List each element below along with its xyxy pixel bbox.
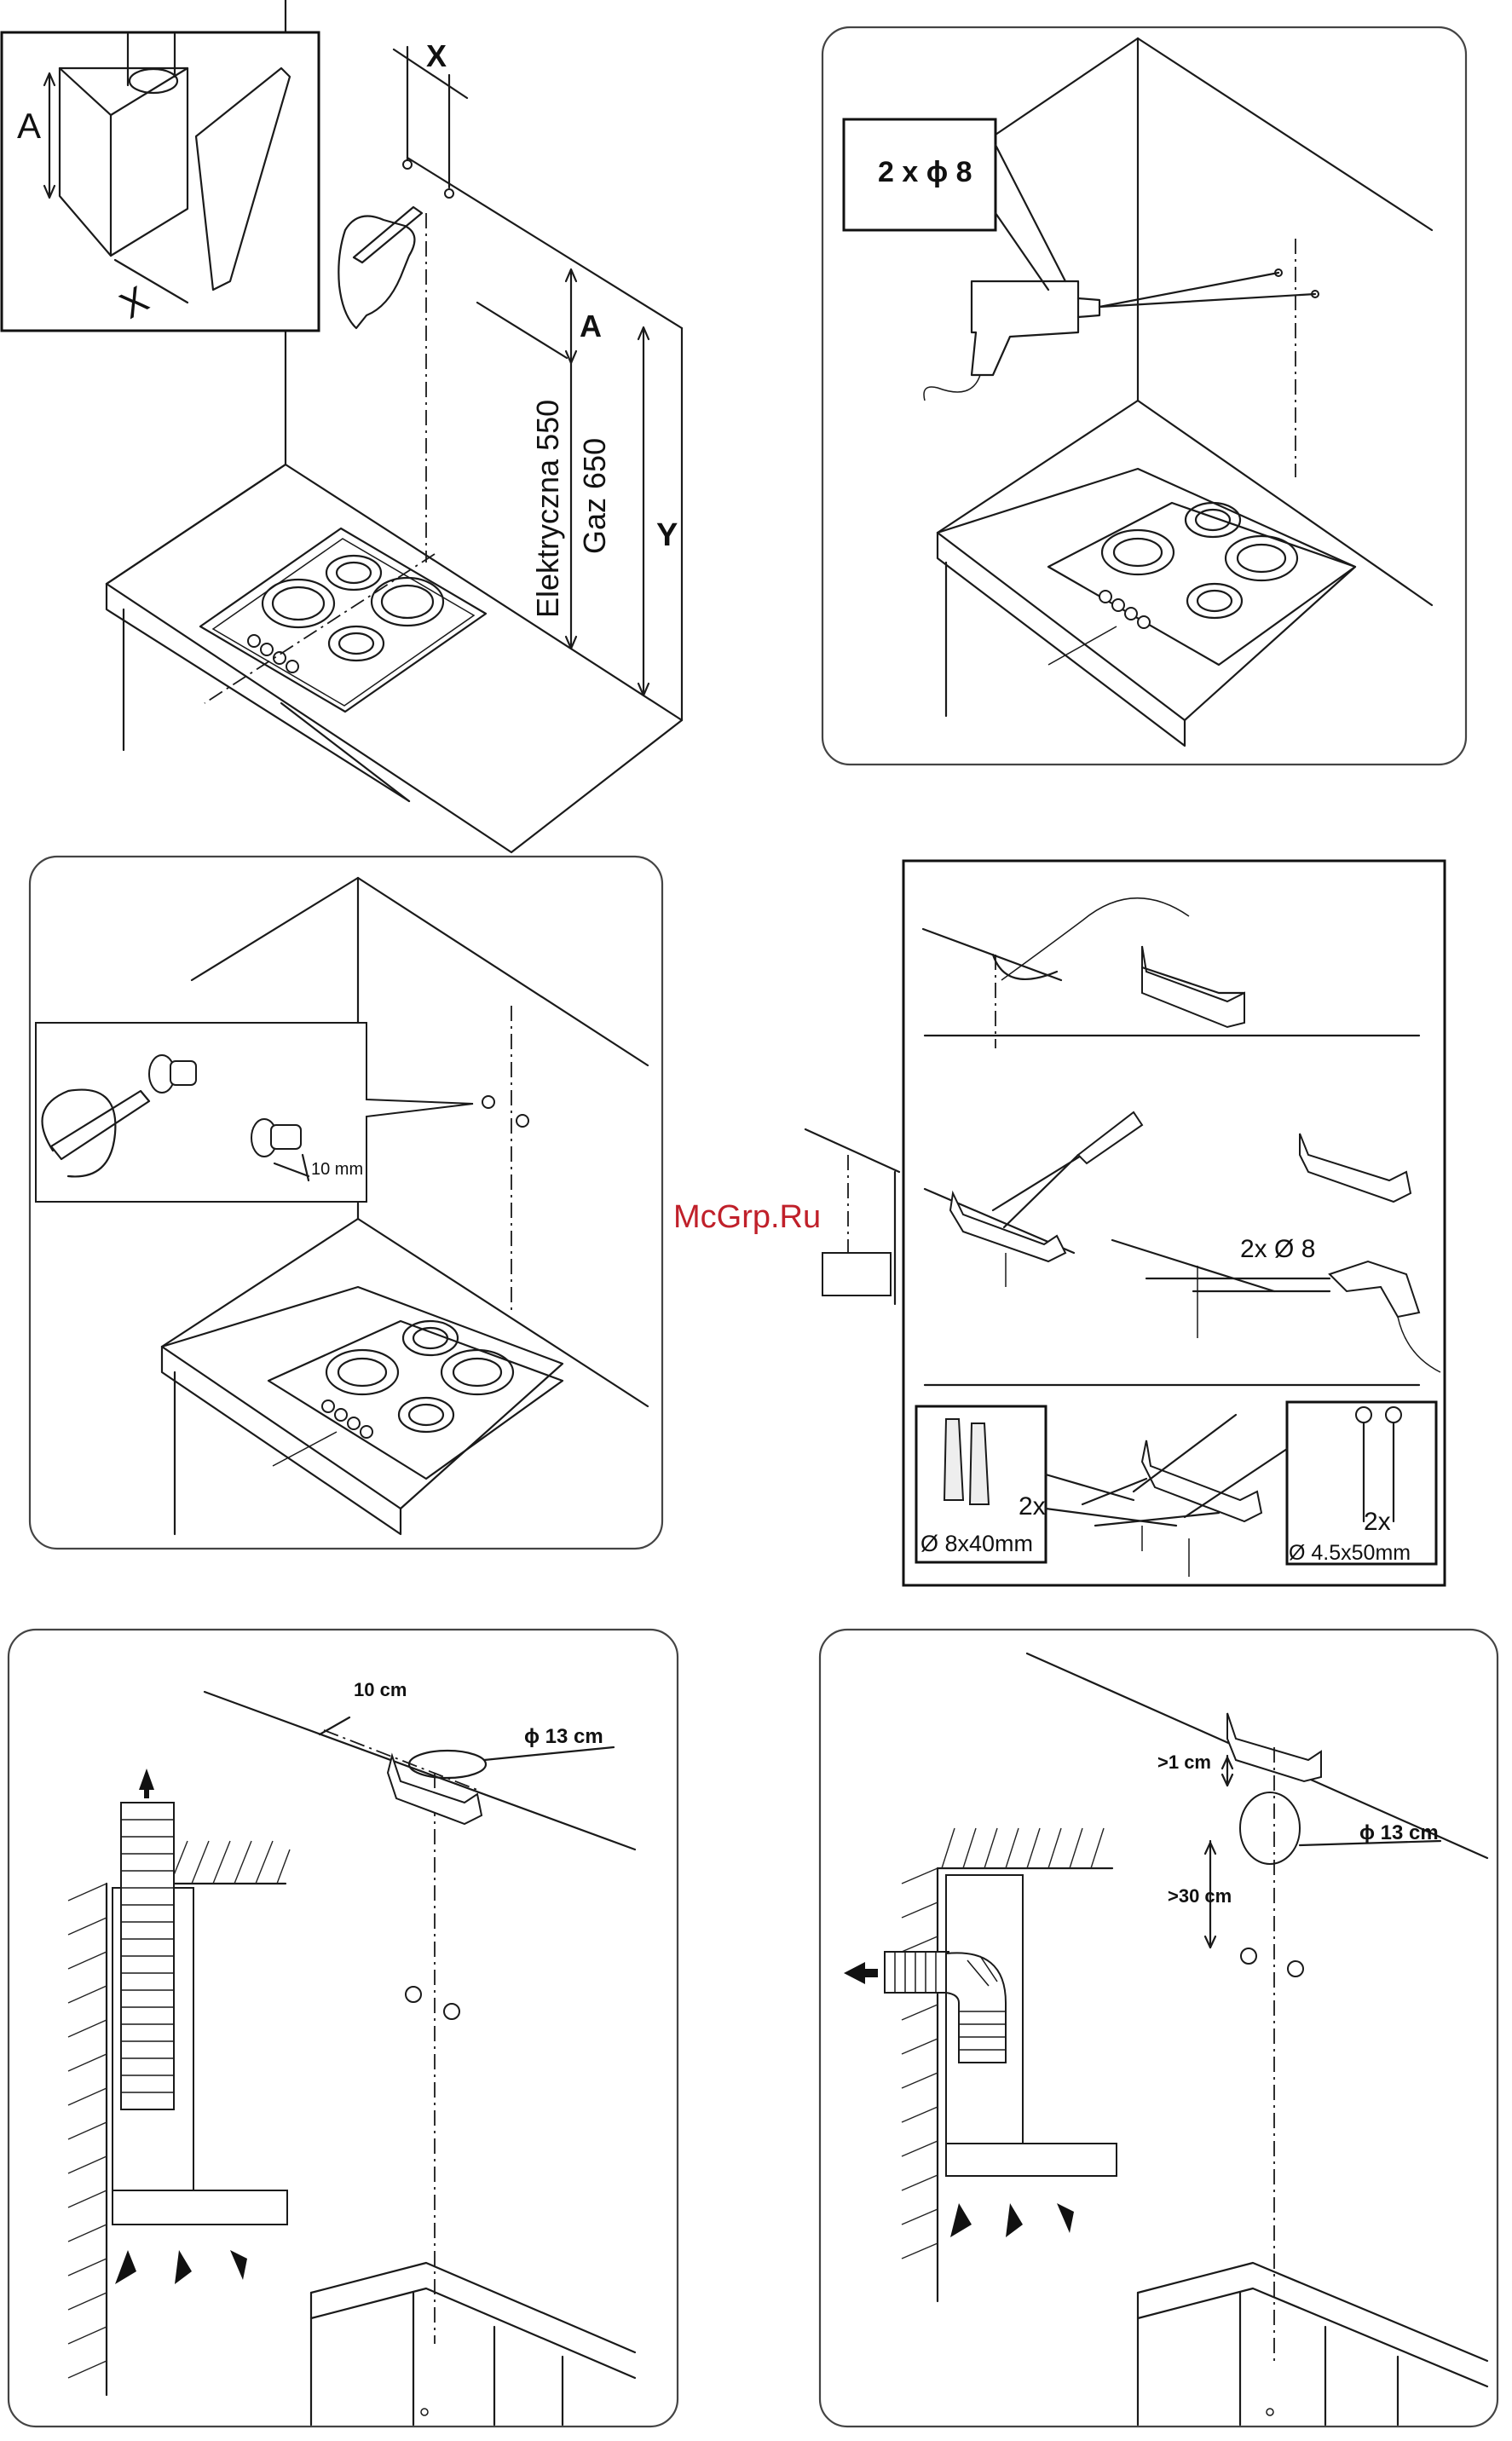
panel-drilling <box>822 27 1466 765</box>
screw-gap-label: 10 mm <box>311 1160 363 1179</box>
duct-diameter-label-horizontal: ϕ 13 cm <box>1359 1821 1439 1844</box>
offset-label: 10 cm <box>354 1679 407 1700</box>
drill-callout-text: 2 x ϕ 8 <box>878 156 972 188</box>
screw-count-label: 2x <box>1364 1508 1391 1536</box>
dimension-a-label: A <box>580 309 602 343</box>
drill-size-label: 2x Ø 8 <box>1240 1235 1315 1263</box>
panel-vertical-exhaust <box>9 1630 678 2427</box>
electric-height-label: Elektryczna 550 <box>530 400 565 618</box>
bracket-gap-label: >1 cm <box>1157 1751 1211 1773</box>
plug-size-label: Ø 8x40mm <box>920 1531 1033 1556</box>
min-distance-label: >30 cm <box>1168 1885 1232 1907</box>
plug-count-label: 2x <box>1019 1492 1046 1521</box>
dimension-y-label: Y <box>656 517 678 553</box>
panel-bracket <box>805 861 1445 1585</box>
dimension-x-label: X <box>426 38 447 73</box>
panel-measurement <box>2 0 682 852</box>
watermark: McGrp.Ru <box>673 1199 821 1235</box>
gas-height-label: Gaz 650 <box>577 438 612 554</box>
panel-horizontal-exhaust <box>820 1630 1498 2427</box>
inset-dimension-a-label: A <box>17 106 41 146</box>
panel-screws <box>30 857 662 1549</box>
duct-diameter-label: ϕ 13 cm <box>524 1725 603 1748</box>
screw-size-label: Ø 4.5x50mm <box>1289 1541 1411 1565</box>
